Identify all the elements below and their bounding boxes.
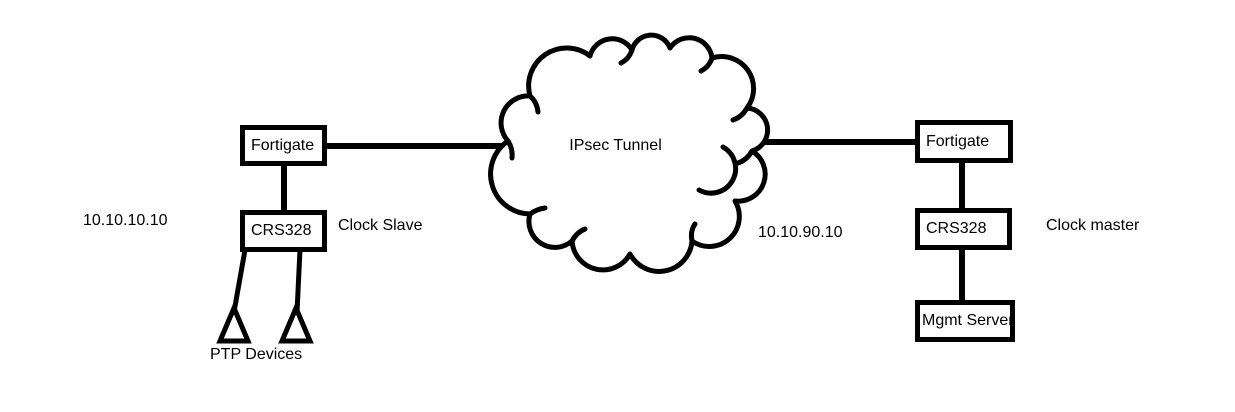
mgmt-server-label: Mgmt Server <box>922 312 1014 329</box>
clock-master-label: Clock master <box>1046 217 1140 234</box>
ptp-devices-label: PTP Devices <box>210 346 303 363</box>
right-fortigate-box: Fortigate <box>915 120 1013 163</box>
right-fortigate-label: Fortigate <box>926 132 990 150</box>
left-site-ip-label: 10.10.10.10 <box>83 212 168 229</box>
left-fortigate-label: Fortigate <box>251 136 315 154</box>
left-crs328-box: CRS328 <box>240 210 327 252</box>
right-crs328-box: CRS328 <box>915 208 1012 250</box>
ipsec-tunnel-label: IPsec Tunnel <box>569 137 662 154</box>
ptp-device-triangle-2 <box>278 301 314 344</box>
right-site-ip-label: 10.10.90.10 <box>758 224 843 241</box>
link-crs328-to-ptp-device-2 <box>294 249 303 313</box>
ptp-device-triangle-1 <box>216 301 252 344</box>
right-crs328-label: CRS328 <box>926 220 987 237</box>
left-fortigate-box: Fortigate <box>240 125 327 166</box>
left-crs328-label: CRS328 <box>251 222 312 239</box>
link-crs328-to-ptp-device-1 <box>231 249 248 313</box>
cloud-scallop-hooks <box>505 47 755 244</box>
clock-slave-label: Clock Slave <box>338 217 423 234</box>
mgmt-server-box: Mgmt Server <box>915 300 1015 342</box>
